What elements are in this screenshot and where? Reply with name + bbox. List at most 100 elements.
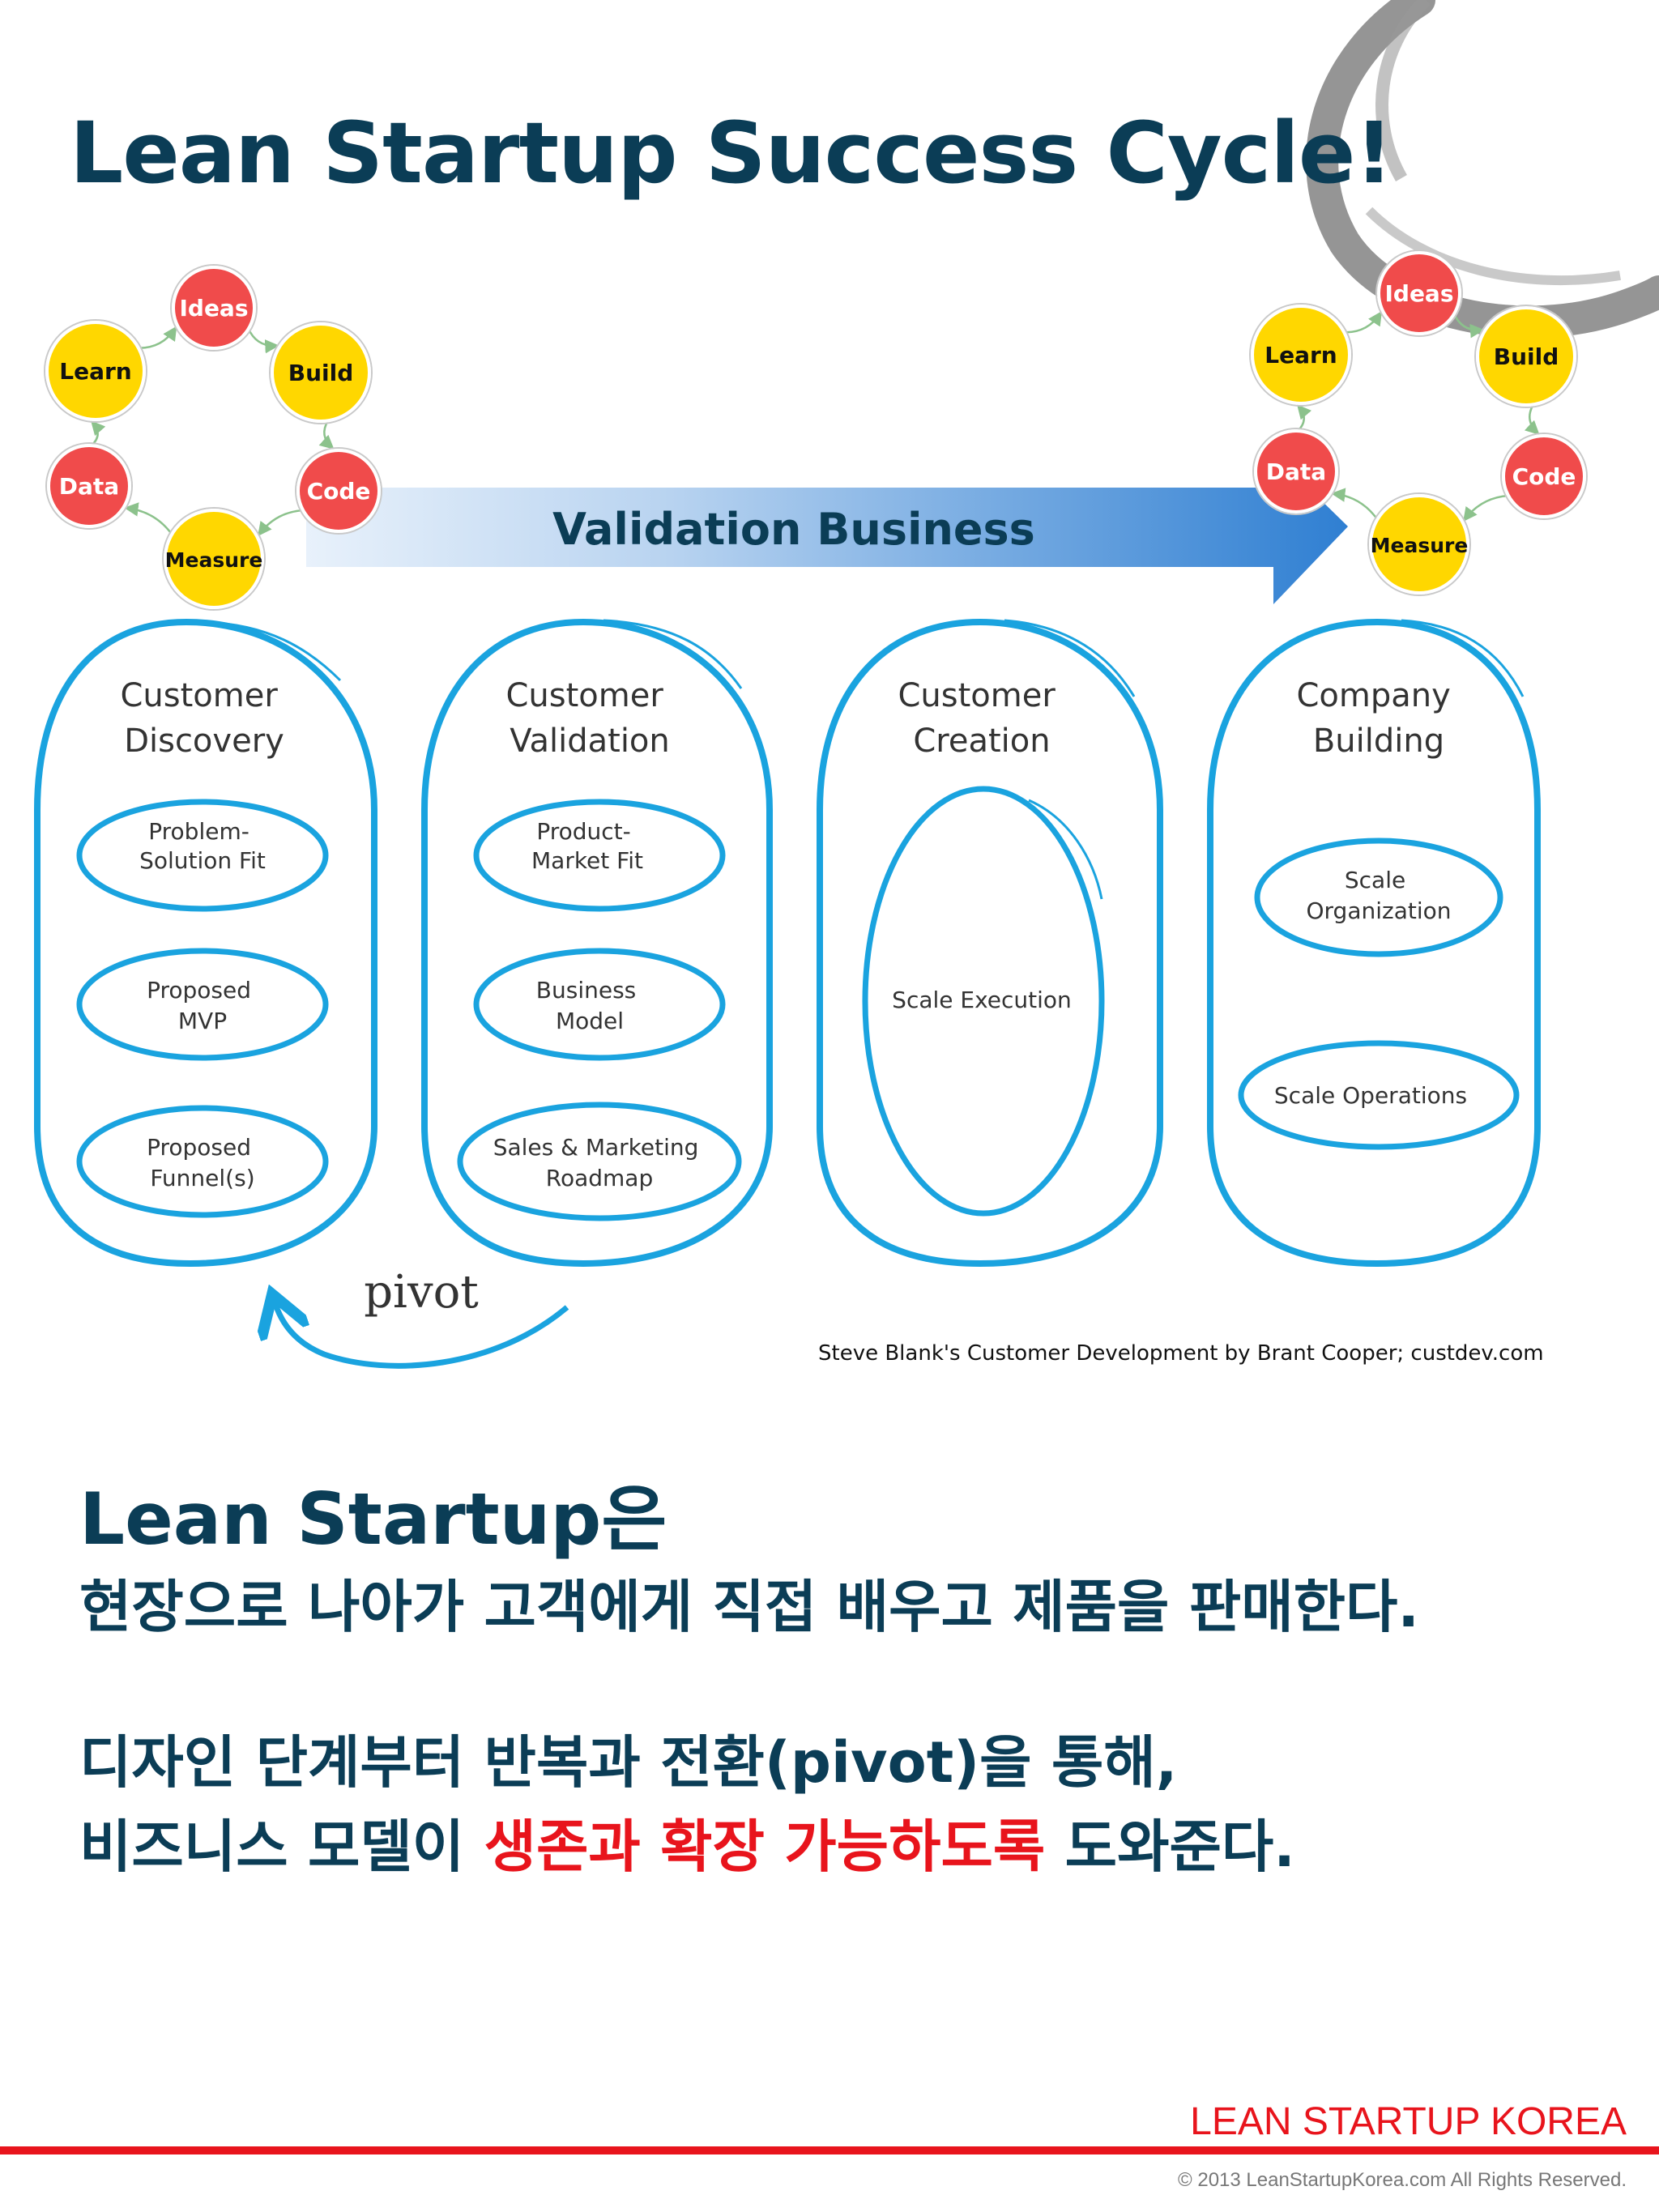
phase-item-proposed-funnels: Proposed Funnel(s) xyxy=(76,1105,329,1218)
svg-text:Proposed Funnel(s): Proposed Funnel(s) xyxy=(147,1134,258,1191)
cycle-connector xyxy=(1330,488,1379,521)
cycle-connector xyxy=(90,420,106,447)
cycle-node-ideas: Ideas xyxy=(170,264,258,352)
phase-title: Company Building xyxy=(1296,677,1461,760)
body-line-4: 비즈니스 모델이 생존과 확장 가능하도록 도와준다. xyxy=(79,1805,1643,1889)
phase-item-scale-organization: Scale Organization xyxy=(1254,837,1503,957)
body-line-4-post: 도와준다. xyxy=(1045,1813,1295,1880)
cycle-node-label: Ideas xyxy=(179,295,248,322)
cycle-node-ring xyxy=(1367,492,1471,596)
cycle-node-ring xyxy=(1500,433,1588,520)
cycle-node-ring xyxy=(1252,428,1340,515)
cycle-node-circle xyxy=(1251,305,1351,405)
cycle-node-circle xyxy=(1254,429,1338,514)
cycle-node-circle xyxy=(1476,306,1576,407)
cycle-connector xyxy=(258,509,304,537)
phase-company-building: Company Building Scale Organization Scal… xyxy=(1207,618,1541,1268)
cycle-connector xyxy=(1524,403,1540,435)
svg-text:Proposed MVP: Proposed MVP xyxy=(147,977,258,1034)
body-line-2: 현장으로 나아가 고객에게 직접 배우고 제품을 판매한다. xyxy=(79,1574,1420,1640)
svg-text:Business Model: Business Model xyxy=(536,977,643,1034)
phase-item-business-model: Business Model xyxy=(473,948,726,1061)
body-text: Lean Startup은 현장으로 나아가 고객에게 직접 배우고 제품을 판… xyxy=(79,1474,1643,1889)
body-line-1: Lean Startup은 xyxy=(79,1477,667,1561)
body-line-3: 디자인 단계부터 반복과 전환(pivot)을 통해, xyxy=(79,1729,1178,1796)
cycle-node-ring xyxy=(295,447,382,535)
cycle-node-data: Data xyxy=(1252,428,1340,515)
phase-customer-creation: Customer Creation Scale Execution xyxy=(817,618,1163,1268)
phase-item-scale-execution: Scale Execution xyxy=(862,786,1105,1217)
pivot-arrow: pivot xyxy=(275,1266,569,1369)
cycle-node-label: Ideas xyxy=(1384,280,1453,307)
footer-divider xyxy=(0,2146,1659,2154)
cycle-node-build: Build xyxy=(1474,305,1578,408)
cycle-node-label: Build xyxy=(288,360,354,386)
cycle-node-measure: Measure xyxy=(162,507,266,611)
cycle-node-label: Code xyxy=(307,478,371,505)
body-line-4-pre: 비즈니스 모델이 xyxy=(79,1813,484,1880)
phase-title: Customer Discovery xyxy=(120,677,288,760)
footer-brand: LEAN STARTUP KOREA xyxy=(1190,2100,1627,2143)
cycle-node-circle xyxy=(1502,434,1586,518)
cycle-node-circle xyxy=(172,266,256,350)
cycle-node-code: Code xyxy=(295,447,382,535)
diagram-credit: Steve Blank's Customer Development by Br… xyxy=(818,1341,1544,1366)
svg-text:Problem- Solution Fit: Problem- Solution Fit xyxy=(139,818,266,874)
cycle-node-circle xyxy=(1369,494,1469,595)
cycle-node-data: Data xyxy=(45,442,133,530)
cycle-node-circle xyxy=(1377,251,1461,335)
cycle-node-ring xyxy=(170,264,258,352)
svg-text:Scale Execution: Scale Execution xyxy=(892,987,1072,1013)
cycle-node-code: Code xyxy=(1500,433,1588,520)
cycle-node-circle xyxy=(45,321,146,421)
phase-title: Customer Creation xyxy=(898,677,1065,760)
cycle-connector xyxy=(247,328,279,354)
cycle-node-circle xyxy=(47,444,131,528)
body-line-4-highlight: 생존과 확장 가능하도록 xyxy=(484,1813,1046,1880)
cycle-node-ring xyxy=(269,321,373,424)
cycle-node-circle xyxy=(164,509,264,609)
phase-title: Customer Validation xyxy=(505,677,673,760)
footer-copyright: © 2013 LeanStartupKorea.com All Rights R… xyxy=(1178,2169,1627,2191)
phase-item-problem-solution-fit: Problem- Solution Fit xyxy=(76,799,329,912)
cycle-node-ring xyxy=(162,507,266,611)
cycle-node-build: Build xyxy=(269,321,373,424)
validation-arrow-label: Validation Business xyxy=(552,504,1035,555)
cycle-node-label: Data xyxy=(59,473,119,500)
cycle-node-ring xyxy=(45,442,133,530)
svg-text:Scale Organization: Scale Organization xyxy=(1306,867,1451,924)
svg-text:Product- Market Fit: Product- Market Fit xyxy=(531,818,643,874)
phase-item-product-market-fit: Product- Market Fit xyxy=(473,799,726,912)
cycle-node-label: Build xyxy=(1494,343,1559,370)
cycle-node-learn: Learn xyxy=(1249,303,1353,407)
page-title: Lean Startup Success Cycle! xyxy=(70,104,1393,202)
cycle-connector xyxy=(138,326,177,349)
cycle-node-label: Learn xyxy=(1265,342,1337,369)
svg-text:Scale Operations: Scale Operations xyxy=(1274,1082,1467,1109)
cycle-node-label: Data xyxy=(1266,458,1326,485)
cycle-node-label: Code xyxy=(1512,463,1576,490)
phase-item-sales-marketing-roadmap: Sales & Marketing Roadmap xyxy=(457,1102,742,1221)
phase-item-proposed-mvp: Proposed MVP xyxy=(76,948,329,1061)
cycle-node-ring xyxy=(44,319,147,423)
phase-customer-discovery: Customer Discovery Problem- Solution Fit… xyxy=(34,618,377,1268)
cycle-node-ideas: Ideas xyxy=(1375,249,1463,337)
cycle-node-circle xyxy=(296,449,381,533)
cycle-node-learn: Learn xyxy=(44,319,147,423)
cycle-node-measure: Measure xyxy=(1367,492,1471,596)
phase-item-scale-operations: Scale Operations xyxy=(1238,1040,1520,1150)
pivot-label: pivot xyxy=(364,1266,479,1319)
cycle-node-circle xyxy=(271,322,371,423)
cycle-node-label: Learn xyxy=(59,358,131,385)
cycle-node-label: Measure xyxy=(1371,534,1469,557)
svg-text:Sales & Marketing Road: Sales & Marketing Roadmap xyxy=(493,1134,706,1191)
cycle-connector xyxy=(318,420,335,450)
cycle-node-ring xyxy=(1375,249,1463,337)
cycle-node-ring xyxy=(1474,305,1578,408)
validation-arrow: Validation Business xyxy=(306,454,1348,604)
phase-customer-validation: Customer Validation Product- Market Fit … xyxy=(421,618,773,1268)
cycle-node-ring xyxy=(1249,303,1353,407)
